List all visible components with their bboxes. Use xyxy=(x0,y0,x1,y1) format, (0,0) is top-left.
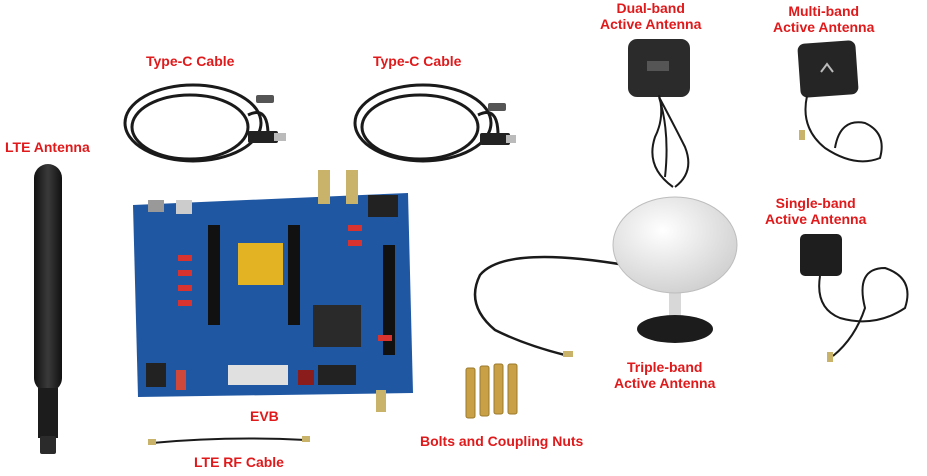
type-c-cable-label-2: Type-C Cable xyxy=(373,53,462,69)
dual-band-antenna-label: Dual-band Active Antenna xyxy=(600,0,701,32)
type-c-cable-2 xyxy=(348,75,518,175)
dual-band-active-antenna xyxy=(625,37,705,192)
single-band-label-line1: Single-band xyxy=(775,195,856,211)
triple-band-label-line1: Triple-band xyxy=(626,359,703,375)
bolts-label: Bolts and Coupling Nuts xyxy=(420,433,584,449)
single-band-antenna-label: Single-band Active Antenna xyxy=(765,195,866,227)
single-band-active-antenna xyxy=(795,228,920,363)
lte-rf-cable-label: LTE RF Cable xyxy=(194,454,284,470)
triple-band-antenna-label: Triple-band Active Antenna xyxy=(614,359,715,391)
lte-antenna xyxy=(28,162,68,457)
evb-board xyxy=(128,165,418,415)
triple-band-label-line2: Active Antenna xyxy=(614,375,716,391)
dual-band-label-line1: Dual-band xyxy=(616,0,685,16)
lte-antenna-label: LTE Antenna xyxy=(5,139,90,155)
lte-rf-cable xyxy=(148,434,310,448)
multi-band-antenna-label: Multi-band Active Antenna xyxy=(773,3,874,35)
multi-band-label-line1: Multi-band xyxy=(788,3,860,19)
evb-label: EVB xyxy=(250,408,279,424)
type-c-cable-1 xyxy=(118,75,288,175)
dual-band-label-line2: Active Antenna xyxy=(600,16,702,32)
multi-band-label-line2: Active Antenna xyxy=(773,19,875,35)
multi-band-active-antenna xyxy=(795,38,890,188)
triple-band-active-antenna xyxy=(465,195,765,370)
single-band-label-line2: Active Antenna xyxy=(765,211,867,227)
bolts-and-coupling-nuts xyxy=(462,360,526,422)
type-c-cable-label-1: Type-C Cable xyxy=(146,53,235,69)
